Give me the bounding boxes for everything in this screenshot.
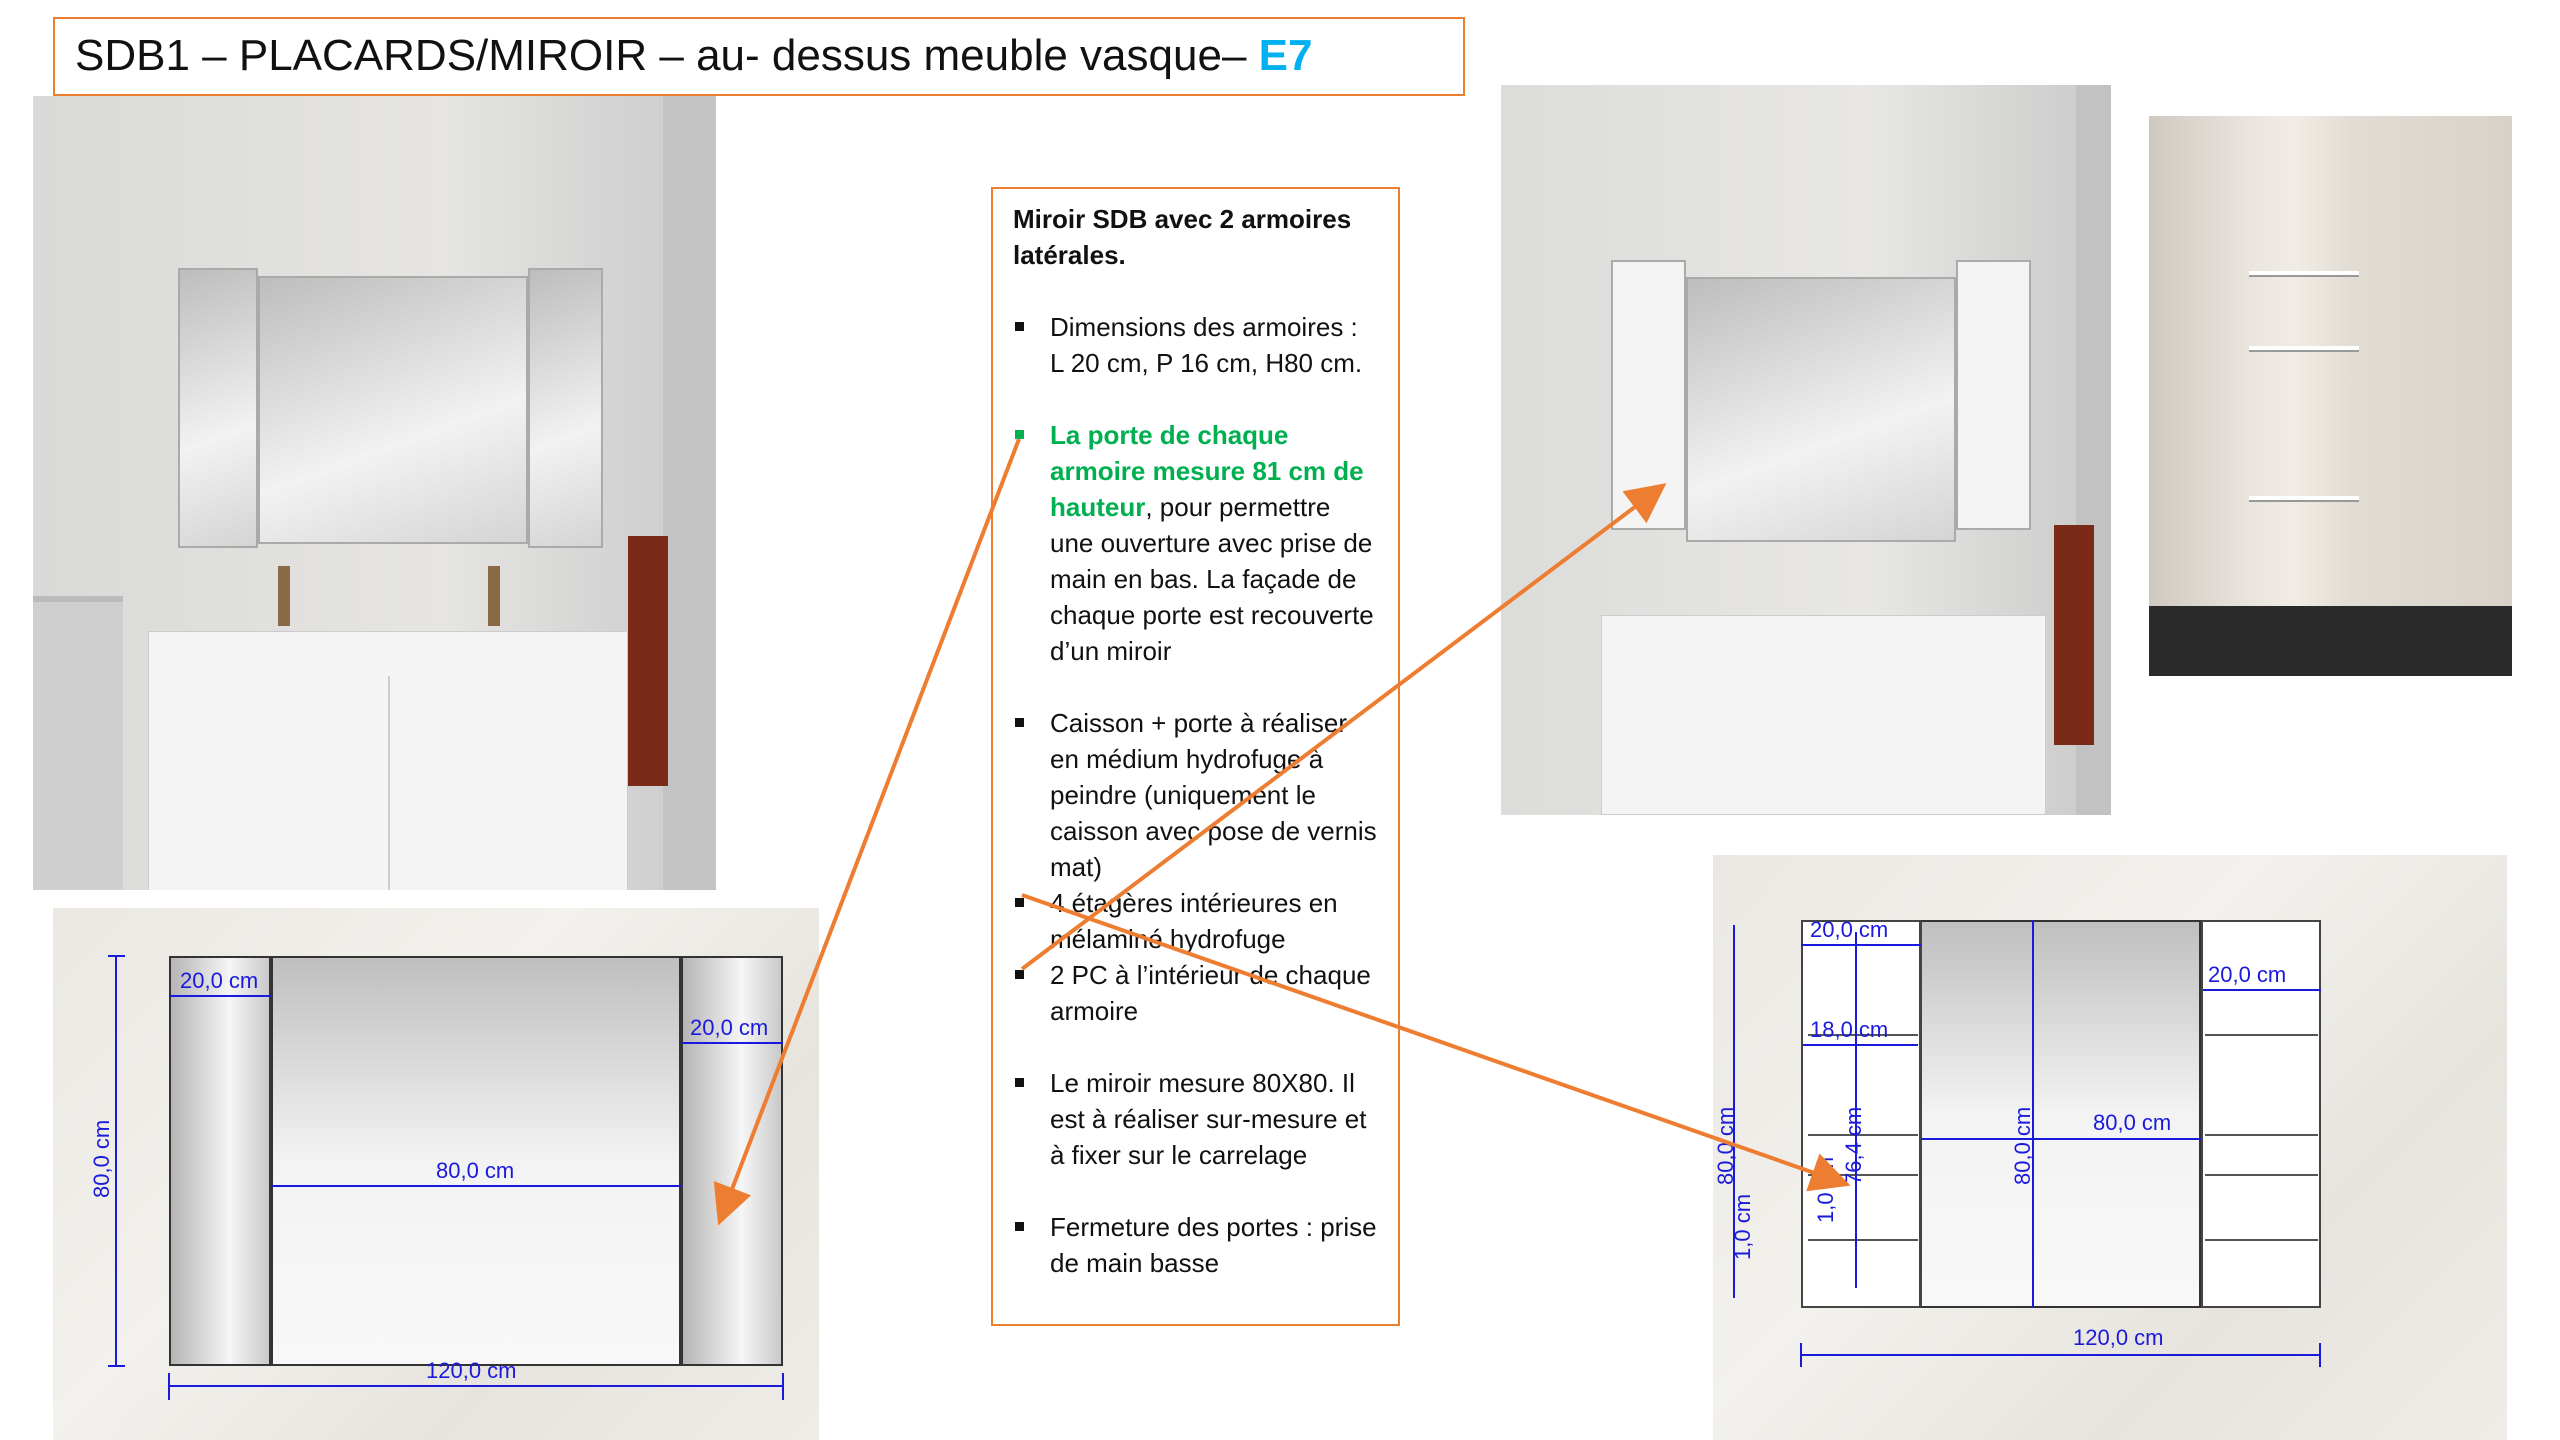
towel [628, 536, 668, 786]
list-item: La porte de chaque armoire mesure 81 cm … [1013, 417, 1378, 669]
shelf [2249, 496, 2359, 502]
description-box: Miroir SDB avec 2 armoires latérales. Di… [991, 187, 1400, 1326]
shelf [2249, 271, 2359, 277]
dim-shelf-thickness-2: 1,0 cm [1813, 1156, 1838, 1223]
dim-shelf-width: 18,0 cm [1810, 1017, 1889, 1042]
right-cabinet-door [528, 268, 603, 548]
list-item: 4 étagères intérieures en mélaminé hydro… [1013, 885, 1378, 957]
description-list: Dimensions des armoires : L 20 cm, P 16 … [1013, 309, 1378, 1281]
dim-shelf-thickness: 1,0 cm [1730, 1193, 1755, 1260]
right-cabinet-interior [2201, 920, 2321, 1308]
photo-real-cabinet [2149, 116, 2512, 676]
list-item: Fermeture des portes : prise de main bas… [1013, 1209, 1378, 1281]
dim-mirror-width: 80,0 cm [436, 1158, 515, 1183]
left-cabinet-open [1611, 260, 1686, 530]
wall-edge [663, 96, 716, 890]
dim-total-width: 120,0 cm [426, 1358, 517, 1383]
counter-shadow [2149, 606, 2512, 676]
list-item-text: Fermeture des portes : prise de main bas… [1050, 1212, 1377, 1278]
towel [2054, 525, 2094, 745]
title-code: E7 [1258, 31, 1313, 80]
dim-total-width: 120,0 cm [2073, 1325, 2164, 1350]
list-item: Dimensions des armoires : L 20 cm, P 16 … [1013, 309, 1378, 381]
vanity-divider [388, 676, 390, 890]
vanity-unit [1601, 615, 2046, 815]
drawing-open-elevation: 20,0 cm 18,0 cm 20,0 cm 80,0 cm 80,0 cm … [1713, 855, 2507, 1440]
dim-height: 80,0 cm [1713, 1106, 1738, 1185]
right-cabinet-open [1956, 260, 2031, 530]
left-cabinet [169, 956, 271, 1366]
list-item: 2 PC à l’intérieur de chaque armoire [1013, 957, 1378, 1029]
slide-title: SDB1 – PLACARDS/MIROIR – au- dessus meub… [53, 17, 1465, 96]
list-item: Le miroir mesure 80X80. Il est à réalise… [1013, 1065, 1378, 1173]
title-text: SDB1 – PLACARDS/MIROIR – au- dessus meub… [75, 31, 1259, 80]
faucet-icon [278, 566, 290, 626]
mirror [1686, 277, 1956, 542]
mirror-panel [271, 956, 681, 1366]
list-item-text: 2 PC à l’intérieur de chaque armoire [1050, 960, 1371, 1026]
shelf [2249, 346, 2359, 352]
list-item-text: Dimensions des armoires : L 20 cm, P 16 … [1050, 312, 1363, 378]
dim-mirror-width: 80,0 cm [2093, 1110, 2172, 1135]
list-item-text: 4 étagères intérieures en mélaminé hydro… [1050, 888, 1338, 954]
render-open-cabinets [1501, 85, 2111, 815]
mirror-panel [1921, 920, 2201, 1308]
dim-left-width: 20,0 cm [1810, 917, 1889, 942]
drawing-closed-elevation: 20,0 cm 20,0 cm 80,0 cm 80,0 cm 120,0 cm [53, 908, 819, 1440]
dim-inner-height: 76,4 cm [1841, 1106, 1866, 1185]
list-item-text: Le miroir mesure 80X80. Il est à réalise… [1050, 1068, 1367, 1170]
description-heading: Miroir SDB avec 2 armoires latérales. [1013, 204, 1352, 270]
faucet-icon [488, 566, 500, 626]
render-closed-cabinets [33, 96, 716, 890]
dim-height: 80,0 cm [89, 1119, 114, 1198]
dim-mirror-height: 80,0 cm [2010, 1106, 2035, 1185]
list-item-text: Caisson + porte à réaliser en médium hyd… [1050, 708, 1377, 882]
shower-wall [33, 596, 123, 890]
dim-left-width: 20,0 cm [180, 968, 259, 993]
left-cabinet-door [178, 268, 258, 548]
list-item: Caisson + porte à réaliser en médium hyd… [1013, 705, 1378, 885]
mirror [258, 276, 528, 544]
dim-right-width: 20,0 cm [690, 1015, 769, 1040]
dim-right-width: 20,0 cm [2208, 962, 2287, 987]
